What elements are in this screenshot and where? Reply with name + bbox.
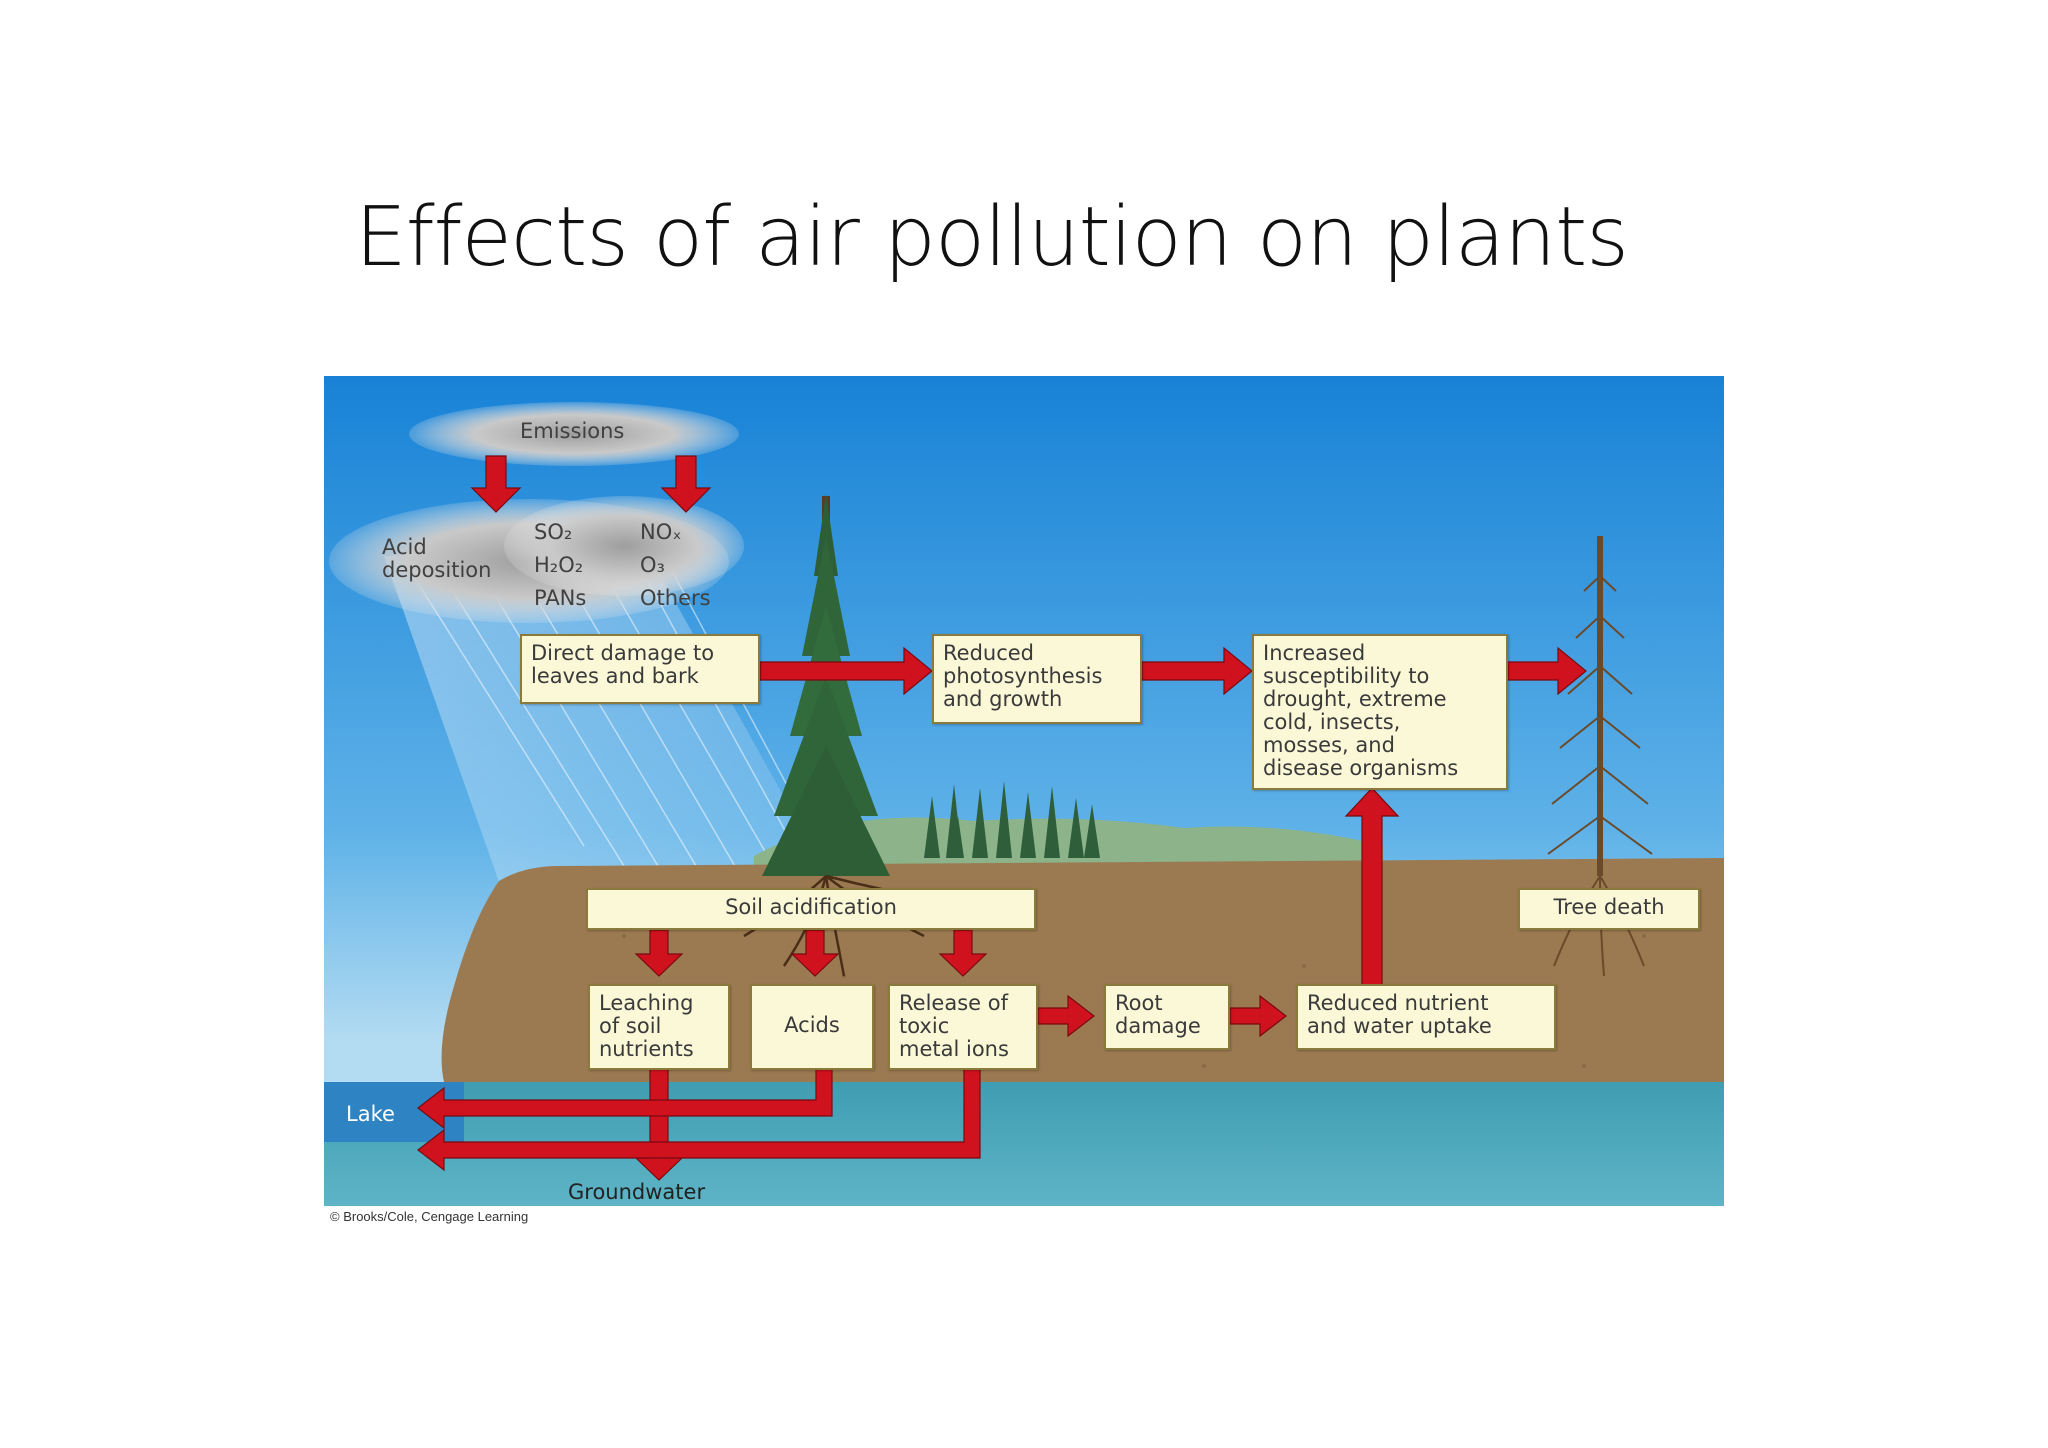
pollutants-col-2: NOₓ O₃ Others xyxy=(640,520,711,610)
copyright-credit: © Brooks/Cole, Cengage Learning xyxy=(330,1209,529,1224)
hills xyxy=(754,817,1384,876)
lake-label: Lake xyxy=(346,1102,395,1126)
slide-title: Effects of air pollution on plants xyxy=(355,190,1629,285)
box-leaching: Leaching of soil nutrients xyxy=(588,984,730,1070)
emissions-label: Emissions xyxy=(520,419,625,443)
flow-arrows xyxy=(417,455,1587,1181)
box-tree-death: Tree death xyxy=(1518,888,1700,930)
box-direct-damage: Direct damage to leaves and bark xyxy=(520,634,760,704)
dead-tree xyxy=(1547,536,1653,977)
acid-deposition-label: Acid deposition xyxy=(382,535,492,582)
emissions-cloud xyxy=(409,402,739,466)
box-soil-acidification: Soil acidification xyxy=(586,888,1036,930)
box-acids: Acids xyxy=(750,984,874,1070)
diagram-artwork xyxy=(324,376,1724,1206)
box-reduced-photosynthesis: Reduced photosynthesis and growth xyxy=(932,634,1142,724)
background-trees xyxy=(924,781,1100,858)
pollutants-col-1: SO₂ H₂O₂ PANs xyxy=(534,520,587,610)
groundwater-label: Groundwater xyxy=(568,1180,706,1204)
box-root-damage: Root damage xyxy=(1104,984,1230,1050)
box-reduced-nutrient: Reduced nutrient and water uptake xyxy=(1296,984,1556,1050)
box-increased-susceptibility: Increased susceptibility to drought, ext… xyxy=(1252,634,1508,790)
diagram-figure: Emissions Acid deposition SO₂ H₂O₂ PANs … xyxy=(324,376,1724,1206)
box-release-toxic: Release of toxic metal ions xyxy=(888,984,1038,1070)
